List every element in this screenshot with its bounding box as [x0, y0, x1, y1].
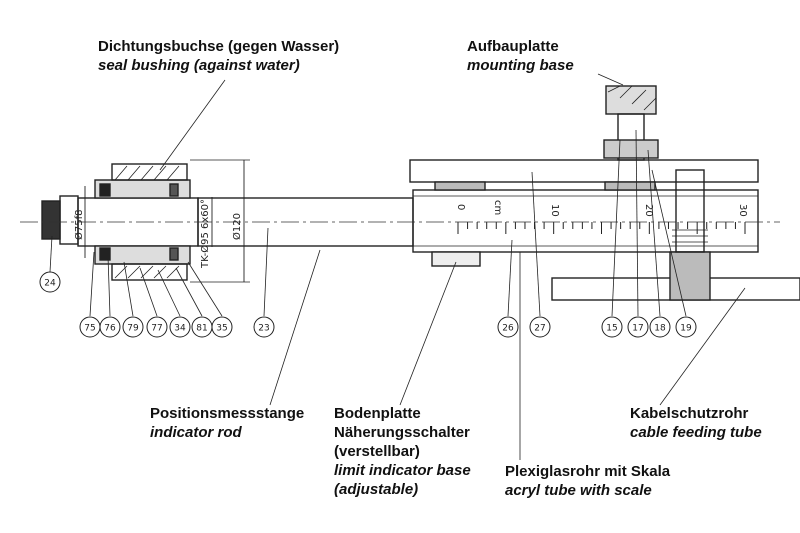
- rod-end-cap: [41, 200, 61, 240]
- dim-flange-dia: Ø120: [231, 213, 243, 240]
- dim-bolt-circle: TK-Ø95 6x60°: [199, 199, 211, 269]
- part-number-77: 77: [151, 324, 162, 334]
- part-number-35: 35: [216, 324, 227, 334]
- label-seal-bushing: Dichtungsbuchse (gegen Wasser) seal bush…: [98, 37, 339, 75]
- bushing-cap-bottom: [111, 263, 188, 281]
- scale-mark-cm: cm: [492, 200, 503, 215]
- part-balloon: [99, 316, 121, 338]
- part-balloon: [211, 316, 233, 338]
- label-limit-base-en1: limit indicator base: [334, 462, 471, 479]
- label-limit-base-en2: (adjustable): [334, 481, 419, 498]
- part-balloon: [169, 316, 191, 338]
- limit-indicator-block: [431, 251, 481, 267]
- label-indicator-rod: Positionsmessstange indicator rod: [150, 404, 304, 442]
- label-limit-base-de1: Bodenplatte: [334, 405, 421, 422]
- scale-mark-10: 10: [549, 204, 560, 217]
- part-number-17: 17: [632, 324, 643, 334]
- mounting-plate: [409, 159, 759, 183]
- scale-mark-30: 30: [737, 204, 748, 217]
- scale-mark-20: 20: [643, 204, 654, 217]
- scale-mark-0: 0: [455, 204, 466, 210]
- label-cable-tube: Kabelschutzrohr cable feeding tube: [630, 404, 762, 442]
- label-indicator-rod-en: indicator rod: [150, 424, 242, 441]
- label-mounting-base-de: Aufbauplatte: [467, 38, 559, 55]
- part-number-75: 75: [84, 324, 95, 334]
- bushing-cap-top: [111, 163, 188, 181]
- label-indicator-rod-de: Positionsmessstange: [150, 405, 305, 422]
- mounting-base-column: [605, 85, 657, 115]
- label-limit-base-de3: (verstellbar): [334, 443, 420, 460]
- part-balloon: [122, 316, 144, 338]
- part-number-24: 24: [44, 279, 56, 289]
- part-balloon: [627, 316, 649, 338]
- label-cable-tube-de: Kabelschutzrohr: [630, 405, 749, 422]
- label-mounting-base: Aufbauplatte mounting base: [467, 37, 574, 75]
- label-cable-tube-en: cable feeding tube: [630, 424, 762, 441]
- label-seal-bushing-de: Dichtungsbuchse (gegen Wasser): [98, 38, 340, 55]
- dim-rod-dia: Ø75f8: [73, 210, 85, 240]
- part-balloon: [39, 271, 61, 293]
- part-number-76: 76: [104, 324, 116, 334]
- part-number-79: 79: [127, 324, 139, 334]
- label-mounting-base-en: mounting base: [467, 57, 574, 74]
- part-balloon: [675, 316, 697, 338]
- part-number-26: 26: [502, 324, 514, 334]
- part-number-18: 18: [654, 324, 666, 334]
- label-acryl-tube: Plexiglasrohr mit Skala acryl tube with …: [505, 462, 670, 500]
- part-balloon: [529, 316, 551, 338]
- part-balloon: [253, 316, 275, 338]
- part-balloon: [649, 316, 671, 338]
- label-acryl-tube-en: acryl tube with scale: [505, 482, 652, 499]
- label-limit-base: Bodenplatte Näherungsschalter (verstellb…: [334, 404, 471, 499]
- part-number-15: 15: [606, 324, 617, 334]
- label-acryl-tube-de: Plexiglasrohr mit Skala: [505, 463, 671, 480]
- part-number-19: 19: [680, 324, 692, 334]
- part-balloon: [601, 316, 623, 338]
- part-balloon: [497, 316, 519, 338]
- part-number-27: 27: [534, 324, 545, 334]
- acryl-tube: [412, 189, 759, 253]
- part-number-23: 23: [258, 324, 269, 334]
- part-balloon: [146, 316, 168, 338]
- label-seal-bushing-en: seal bushing (against water): [98, 57, 300, 74]
- part-number-34: 34: [174, 324, 186, 334]
- part-number-81: 81: [196, 324, 207, 334]
- label-limit-base-de2: Näherungsschalter: [334, 424, 470, 441]
